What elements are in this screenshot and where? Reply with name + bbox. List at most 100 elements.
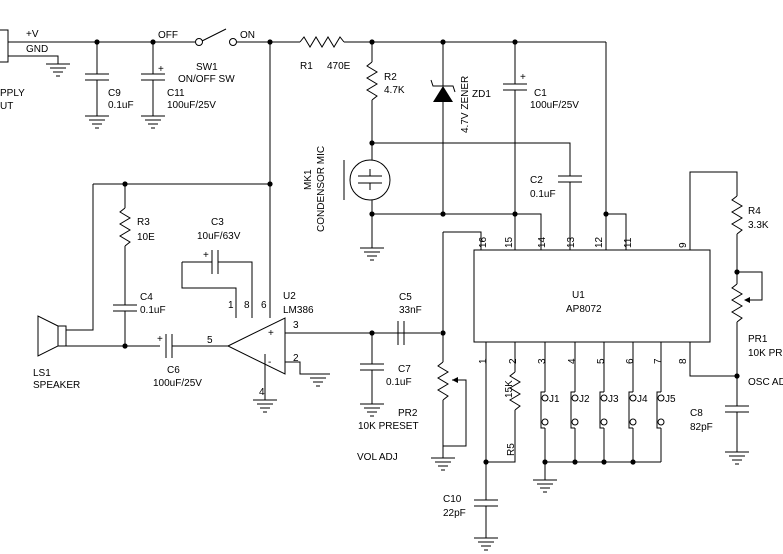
mk1-desc: CONDENSOR MIC (316, 146, 327, 232)
potentiometer-pr2 (430, 231, 482, 471)
supply-plus-label: +V (26, 29, 39, 40)
capacitor-c6 (165, 334, 228, 358)
u1-ref: U1 (572, 290, 585, 301)
zd1-value: 4.7V ZENER (460, 76, 471, 133)
ls1-ref: LS1 (33, 368, 51, 379)
wire (606, 213, 627, 238)
resistor-r3 (119, 184, 131, 305)
r1-ref: R1 (300, 61, 313, 72)
u2-pin-5: 5 (207, 335, 213, 346)
u1-pin-16: 16 (478, 236, 489, 248)
pr2-ref: PR2 (398, 408, 418, 419)
osc-wiring (689, 342, 737, 377)
u1-pin-6: 6 (625, 358, 636, 364)
capacitor-c4 (113, 304, 137, 346)
pr2-value: 10K PRESET (358, 421, 419, 432)
j4-label: J4 (637, 394, 648, 405)
c4-ref: C4 (140, 292, 153, 303)
u1-pin-9: 9 (678, 242, 689, 248)
resistor-r2 (366, 42, 378, 143)
microphone-mk1 (343, 143, 391, 261)
jumper-common-ground (532, 461, 661, 493)
c2-value: 0.1uF (530, 189, 556, 200)
ls1-desc: SPEAKER (33, 380, 80, 391)
c2-ref: C2 (530, 175, 543, 186)
supply-gnd-label: GND (26, 44, 48, 55)
c10-value: 22pF (443, 508, 466, 519)
osc-label: OSC AD (748, 377, 783, 388)
junction-dot (440, 330, 446, 336)
u1-bottom-wiring (473, 342, 521, 551)
c1-ref: C1 (534, 88, 547, 99)
u2-pin-3: 3 (293, 320, 299, 331)
jumper-j4 (628, 342, 637, 462)
c6-polarity: + (157, 334, 163, 345)
j1-label: J1 (549, 394, 560, 405)
u1-pin-15: 15 (504, 236, 515, 248)
junction-dot (630, 459, 636, 465)
j3-label: J3 (608, 394, 619, 405)
ic-u1 (473, 238, 711, 343)
c11-polarity: + (158, 64, 164, 75)
j5-label: J5 (665, 394, 676, 405)
r2-value: 4.7K (384, 85, 405, 96)
u1-pin-13: 13 (566, 236, 577, 248)
junction-dot (572, 459, 578, 465)
c1-value: 100uF/25V (530, 100, 579, 111)
u1-pin-2: 2 (508, 358, 519, 364)
c11-value: 100uF/25V (167, 100, 216, 111)
u1-pin-8: 8 (678, 358, 689, 364)
u1-pin-12: 12 (594, 236, 605, 248)
j2-label: J2 (579, 394, 590, 405)
u1-pin-4: 4 (567, 358, 578, 364)
sw1-on-label: ON (240, 30, 255, 41)
u1-pin-11: 11 (623, 237, 634, 248)
junction-dot (440, 39, 446, 45)
pr1-ref: PR1 (748, 334, 768, 345)
switch-sw1 (195, 28, 300, 46)
wire (515, 213, 542, 238)
c6-ref: C6 (167, 365, 180, 376)
c5-value: 33nF (399, 305, 422, 316)
junction-dot (369, 330, 375, 336)
c3-polarity: + (203, 250, 209, 261)
c3-ref: C3 (211, 217, 224, 228)
c10-ref: C10 (443, 494, 462, 505)
jumper-j5 (656, 342, 665, 462)
c7-value: 0.1uF (386, 377, 412, 388)
u1-pin-3: 3 (537, 358, 548, 364)
supply-label: PPLY (0, 88, 25, 99)
pr1-value: 10K PR (748, 348, 782, 359)
u2-pin-4: 4 (259, 387, 265, 398)
u2-pin-6: 6 (261, 300, 267, 311)
junction-dot (440, 211, 446, 217)
r4-ref: R4 (748, 206, 761, 217)
junction-dot (150, 39, 156, 45)
r1-value: 470E (327, 61, 351, 72)
resistor-r4 (689, 171, 743, 272)
u2-part: LM386 (283, 305, 314, 316)
junction-dot (94, 39, 100, 45)
junction-dot (369, 39, 375, 45)
u2-ref: U2 (283, 291, 296, 302)
jumper-j1 (540, 342, 549, 462)
capacitor-c11 (140, 42, 166, 129)
capacitor-c7 (359, 333, 385, 417)
r2-ref: R2 (384, 72, 397, 83)
sw1-desc: ON/OFF SW (178, 74, 235, 85)
junction-dot (601, 459, 607, 465)
u1-part: AP8072 (566, 304, 602, 315)
u2-pin-1: 1 (228, 300, 234, 311)
c3-value: 10uF/63V (197, 231, 241, 242)
sw1-ref: SW1 (196, 62, 218, 73)
capacitor-c3 (181, 250, 253, 318)
r5-value: 15K (504, 380, 515, 398)
c5-ref: C5 (399, 292, 412, 303)
zener-zd1 (430, 42, 456, 214)
junction-dot (542, 459, 548, 465)
resistor-r1 (299, 36, 606, 48)
r3-value: 10E (137, 232, 155, 243)
zd1-ref: ZD1 (472, 89, 491, 100)
jumper-j2 (570, 342, 579, 462)
mk1-ref: MK1 (303, 169, 314, 190)
